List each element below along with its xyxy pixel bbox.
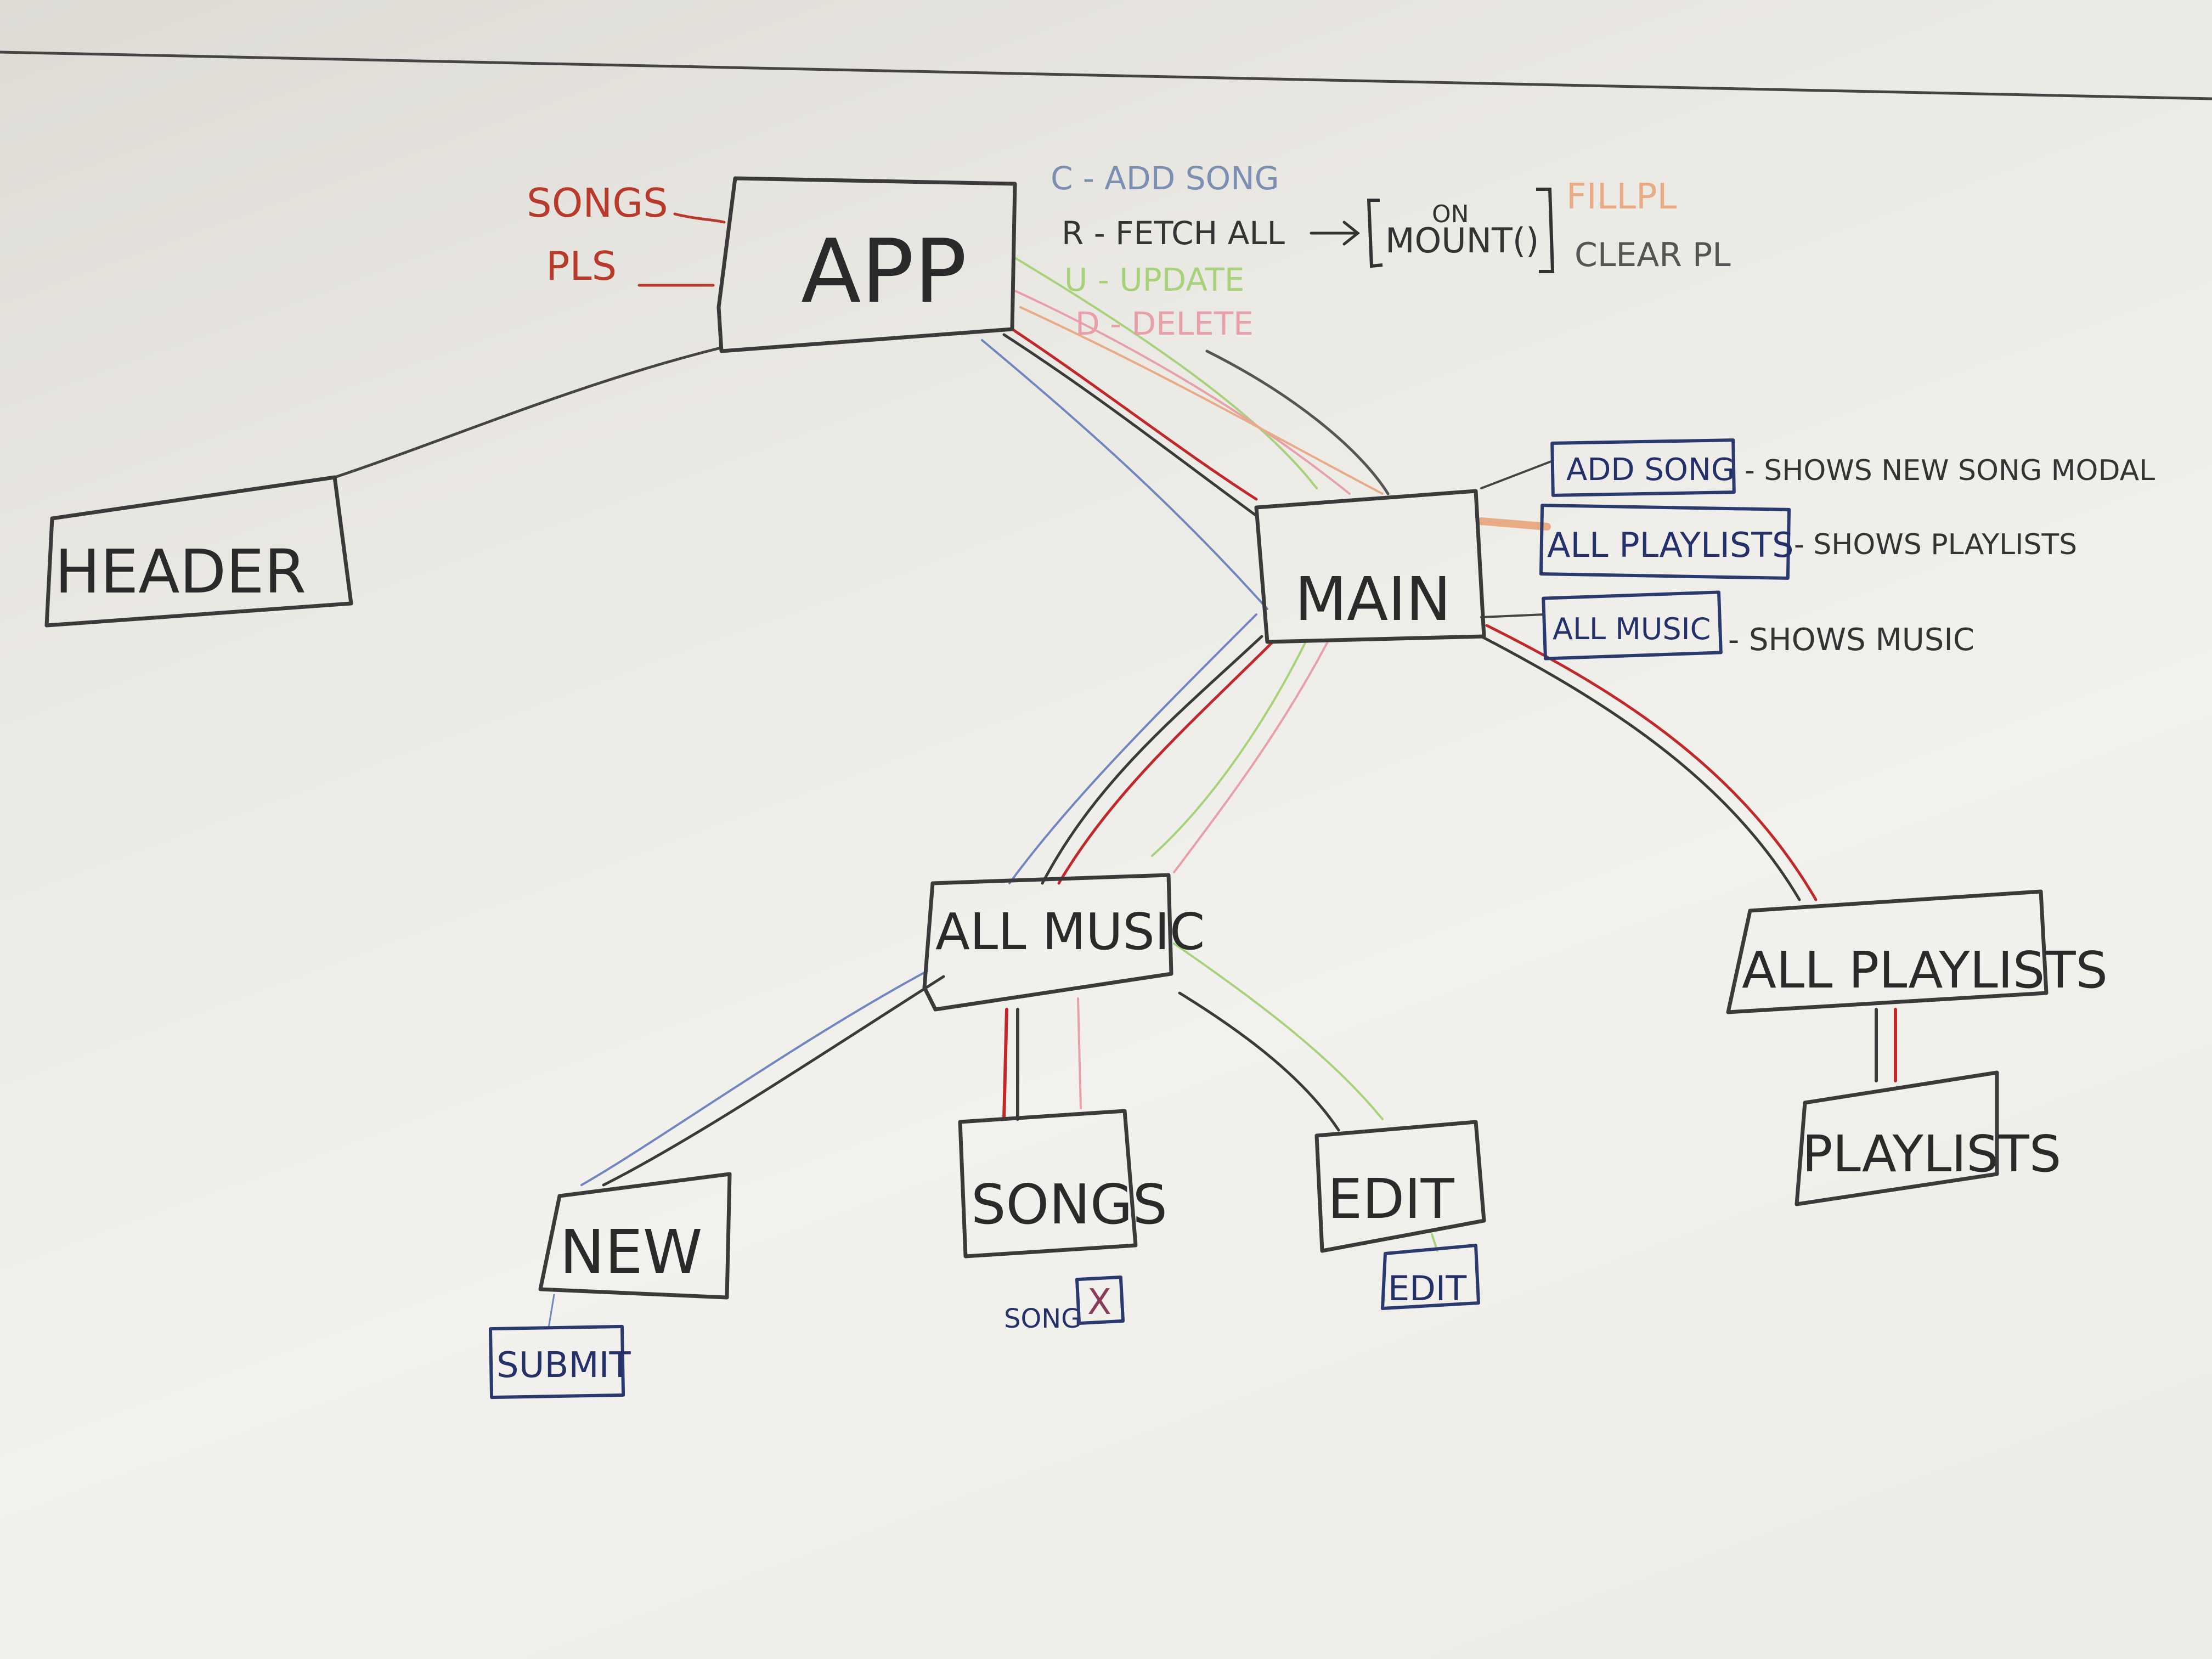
on-mount-bracket: ON MOUNT()	[1367, 188, 1555, 273]
state-pls-label: PLS	[546, 243, 617, 289]
add-song-button-label: ADD SONG	[1566, 452, 1735, 488]
edge-delete-main	[1205, 349, 1390, 495]
node-main-label: MAIN	[1295, 564, 1451, 634]
all-playlists-button-label: ALL PLAYLISTS	[1547, 525, 1793, 565]
edge-main-allplaylists-red	[1485, 624, 1818, 901]
crud-update-label: U - UPDATE	[1064, 261, 1245, 298]
edge-main-allmusic-btn	[1480, 613, 1545, 618]
delete-song-button[interactable]: X	[1075, 1275, 1125, 1325]
node-playlists-label: PLAYLISTS	[1802, 1125, 2061, 1183]
edge-main-allmusic-green	[1151, 641, 1307, 857]
all-music-button[interactable]: ALL MUSIC	[1542, 590, 1723, 661]
node-all-music-label: ALL MUSIC	[935, 902, 1205, 961]
node-app-label: APP	[801, 220, 967, 323]
leader-songs	[673, 212, 726, 224]
crud-create-label: C - ADD SONG	[1051, 160, 1279, 197]
edit-button[interactable]: EDIT	[1381, 1244, 1480, 1310]
edge-allmusic-edit-green	[1173, 943, 1384, 1120]
edit-button-label: EDIT	[1388, 1268, 1467, 1308]
node-playlists: PLAYLISTS	[1795, 1070, 2061, 1206]
edge-main-allmusic-black	[1041, 635, 1263, 885]
submit-button[interactable]: SUBMIT	[488, 1324, 631, 1400]
edge-app-header	[333, 347, 720, 479]
edge-allmusic-new-black	[602, 975, 945, 1187]
node-header: HEADER	[44, 475, 353, 628]
node-main: MAIN	[1254, 489, 1486, 644]
node-header-label: HEADER	[55, 537, 306, 607]
state-songs-label: SONGS	[527, 180, 668, 226]
edge-allmusic-songs-red	[1002, 1008, 1008, 1121]
edge-main-allmusic-blue	[1008, 613, 1257, 884]
node-all-playlists: ALL PLAYLISTS	[1726, 889, 2108, 1014]
node-edit-label: EDIT	[1328, 1167, 1455, 1231]
add-song-button[interactable]: ADD SONG	[1550, 438, 1736, 497]
crud-delete-label: D - DELETE	[1075, 305, 1254, 342]
all-playlists-button[interactable]: ALL PLAYLISTS	[1539, 504, 1794, 580]
edge-main-allplaylists-btn	[1477, 517, 1551, 531]
on-mount-on-label: ON	[1432, 200, 1469, 228]
submit-button-label: SUBMIT	[496, 1345, 631, 1386]
node-new: NEW	[538, 1172, 732, 1300]
node-app: APP	[716, 176, 1017, 353]
arrow-head	[1342, 221, 1361, 246]
song-item-label: SONG	[1004, 1304, 1081, 1334]
node-all-music: ALL MUSIC	[922, 873, 1205, 1012]
node-new-label: NEW	[560, 1217, 703, 1287]
edge-app-main-black	[1002, 333, 1258, 517]
add-song-note: - SHOWS NEW SONG MODAL	[1745, 454, 2155, 487]
edge-main-addsong	[1480, 460, 1554, 489]
edge-app-main-pink	[1014, 290, 1351, 495]
edge-app-main-red	[1011, 328, 1258, 501]
edge-allmusic-songs-pink	[1077, 997, 1082, 1109]
edge-app-main-blue	[981, 339, 1268, 610]
edge-app-main-green	[1014, 257, 1318, 489]
paper-edge	[0, 50, 2212, 100]
edge-new-submit	[548, 1294, 555, 1329]
edge-allmusic-new-blue	[580, 970, 928, 1186]
all-music-button-label: ALL MUSIC	[1553, 612, 1711, 646]
connectors	[333, 212, 1897, 1329]
edge-allmusic-edit-black	[1178, 991, 1340, 1132]
edge-main-allmusic-red	[1057, 640, 1274, 885]
edge-main-allmusic-pink	[1173, 641, 1329, 873]
on-mount-label: MOUNT()	[1385, 221, 1539, 261]
all-music-note: - SHOWS MUSIC	[1728, 622, 1974, 658]
all-playlists-note: - SHOWS PLAYLISTS	[1794, 528, 2077, 561]
node-edit: EDIT	[1314, 1120, 1486, 1253]
node-all-playlists-label: ALL PLAYLISTS	[1742, 941, 2108, 1000]
delete-song-x-label: X	[1087, 1282, 1111, 1323]
fill-playlist-label: FILLPL	[1566, 177, 1677, 217]
crud-read-label: R - FETCH ALL	[1062, 215, 1285, 252]
edge-main-allplaylists-black	[1480, 635, 1801, 901]
node-songs: SONGS	[958, 1109, 1167, 1259]
edge-app-main-orange	[1019, 306, 1384, 495]
node-songs-label: SONGS	[971, 1172, 1167, 1237]
clear-playlist-label: CLEAR PL	[1575, 236, 1731, 274]
